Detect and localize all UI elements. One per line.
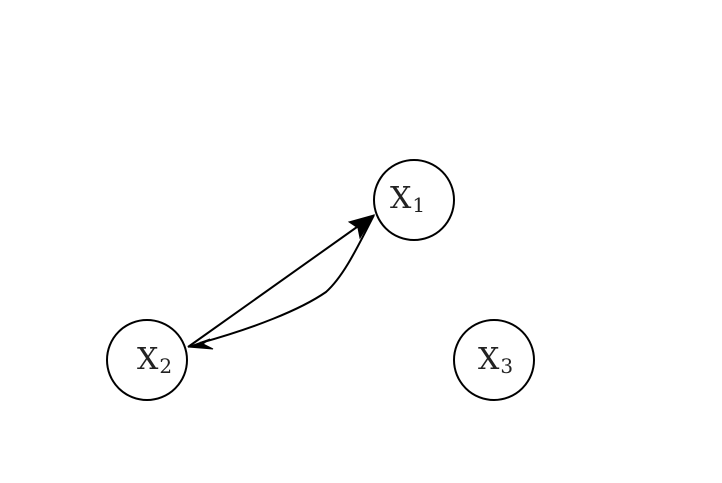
node-x1-label: X1 <box>390 181 425 217</box>
edge-x2-to-x1-line <box>187 221 365 348</box>
edge-x2-to-x1 <box>187 214 376 348</box>
arrowhead-x1 <box>347 214 376 240</box>
node-x1-circle <box>373 159 455 241</box>
node-x3: X3 <box>453 319 535 401</box>
node-x3-circle <box>453 319 535 401</box>
edge-x1-to-x2-curve <box>199 214 375 344</box>
node-x2: X2 <box>106 319 188 401</box>
node-x3-letter: X <box>478 342 500 377</box>
arrowhead-x2 <box>187 338 214 350</box>
edge-x1-to-x2 <box>187 214 375 350</box>
node-x3-label: X3 <box>478 342 513 378</box>
node-x1-letter: X <box>390 181 412 216</box>
node-x1: X1 <box>373 159 455 241</box>
node-x2-subscript: 2 <box>159 354 172 378</box>
node-x2-circle <box>106 319 188 401</box>
node-x3-subscript: 3 <box>500 354 513 378</box>
node-x2-letter: X <box>137 342 159 377</box>
node-x2-label: X2 <box>137 342 172 378</box>
node-x1-subscript: 1 <box>412 193 425 217</box>
